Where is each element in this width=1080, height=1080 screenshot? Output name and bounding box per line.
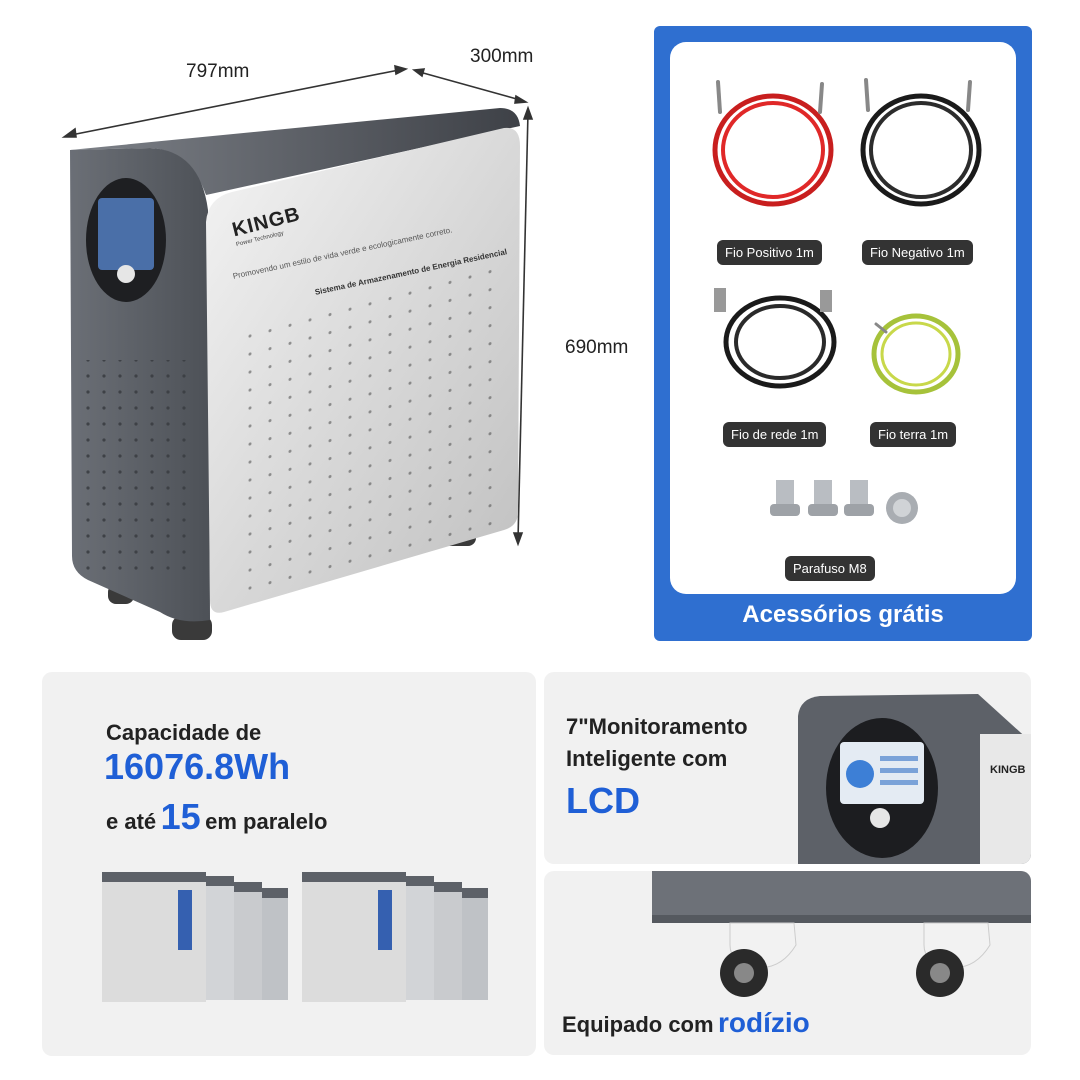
caster-wheel-icon bbox=[720, 922, 797, 997]
lcd-closeup-illustration bbox=[798, 694, 1031, 864]
wheels-caption: Equipado com rodízio bbox=[562, 1007, 810, 1039]
dimension-lines bbox=[61, 64, 534, 547]
dimension-height-label: 690mm bbox=[565, 337, 629, 358]
ground-cable-icon bbox=[871, 313, 961, 395]
lcd-line1: 7"Monitoramento bbox=[566, 714, 748, 739]
accessory-label-screws: Parafuso M8 bbox=[785, 556, 875, 581]
lcd-screen bbox=[98, 198, 154, 270]
wheels-highlight: rodízio bbox=[718, 1007, 810, 1038]
cabinet-group-left bbox=[102, 872, 288, 1002]
capacity-prefix: e até bbox=[106, 809, 157, 834]
accessory-label-positive: Fio Positivo 1m bbox=[717, 240, 822, 265]
lcd-card: 7"Monitoramento Inteligente com LCD KING… bbox=[544, 672, 1031, 864]
parallel-cabinets-illustration bbox=[102, 872, 488, 1002]
accessories-title: Acessórios grátis bbox=[742, 601, 944, 628]
wheels-card: Equipado com rodízio bbox=[544, 871, 1031, 1055]
accessory-label-negative: Fio Negativo 1m bbox=[862, 240, 973, 265]
capacity-value: 16076.8Wh bbox=[104, 746, 291, 787]
parallel-count: 15 bbox=[160, 796, 201, 837]
accessories-illustrations bbox=[712, 78, 982, 524]
capacity-suffix: em paralelo bbox=[205, 809, 328, 834]
red-cable-icon bbox=[712, 80, 834, 207]
lcd-highlight: LCD bbox=[566, 780, 640, 821]
wheels-illustration bbox=[652, 871, 1031, 997]
power-button-icon bbox=[117, 265, 135, 283]
black-cable-icon bbox=[860, 78, 982, 207]
lcd-line2: Inteligente com bbox=[566, 746, 728, 771]
lcd-brand: KINGB bbox=[990, 764, 1026, 776]
accessory-label-ground: Fio terra 1m bbox=[870, 422, 957, 447]
accessory-label-network: Fio de rede 1m bbox=[723, 422, 827, 447]
screws-icon bbox=[770, 480, 918, 524]
caster-wheel-icon bbox=[916, 922, 991, 997]
capacity-line1: Capacidade de bbox=[106, 720, 262, 745]
cabinet-group-right bbox=[302, 872, 488, 1002]
network-cable-icon bbox=[714, 288, 837, 389]
dimension-depth-label: 300mm bbox=[470, 46, 534, 67]
cabinet-top bbox=[70, 108, 520, 195]
dimension-width-label: 797mm bbox=[186, 61, 250, 82]
battery-cabinet-illustration bbox=[61, 64, 534, 640]
capacity-card: Capacidade de 16076.8Wh e até 15 em para… bbox=[42, 672, 536, 1056]
capacity-line3: e até 15 em paralelo bbox=[106, 796, 327, 838]
lcd-power-button-icon bbox=[870, 808, 890, 828]
wheels-prefix: Equipado com bbox=[562, 1012, 714, 1037]
